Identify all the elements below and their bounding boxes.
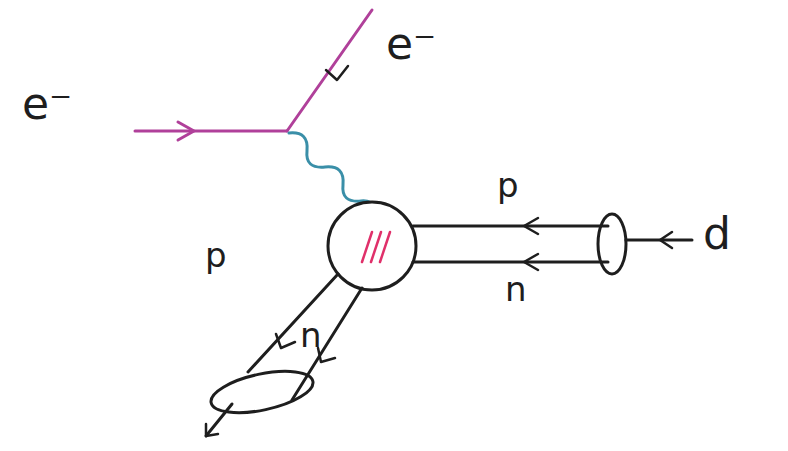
nucleon-label: n [505,272,527,306]
outgoing-electron-line [287,10,372,131]
deuteron-bound-state [598,214,626,274]
photon-line [289,133,374,207]
electron-arrow [178,122,194,140]
deuteron-arrow [660,232,672,248]
nucleon-arrows [524,218,538,270]
particle-label: e⁻ [22,82,72,126]
nucleon-label: p [497,168,519,202]
interaction-blob [328,202,416,290]
incoming-electron-line [135,130,287,133]
electron-arrow [326,66,348,80]
blob-hatching [362,232,390,262]
deuteron-line [206,404,232,436]
nucleon-label: n [300,318,322,352]
nucleon-lines-out [248,274,362,400]
particle-label: e⁻ [386,22,436,66]
nucleon-lines-in [413,226,608,262]
deuteron-arrow [206,424,218,436]
nucleon-label: p [205,238,227,272]
particle-label: d [703,212,731,256]
